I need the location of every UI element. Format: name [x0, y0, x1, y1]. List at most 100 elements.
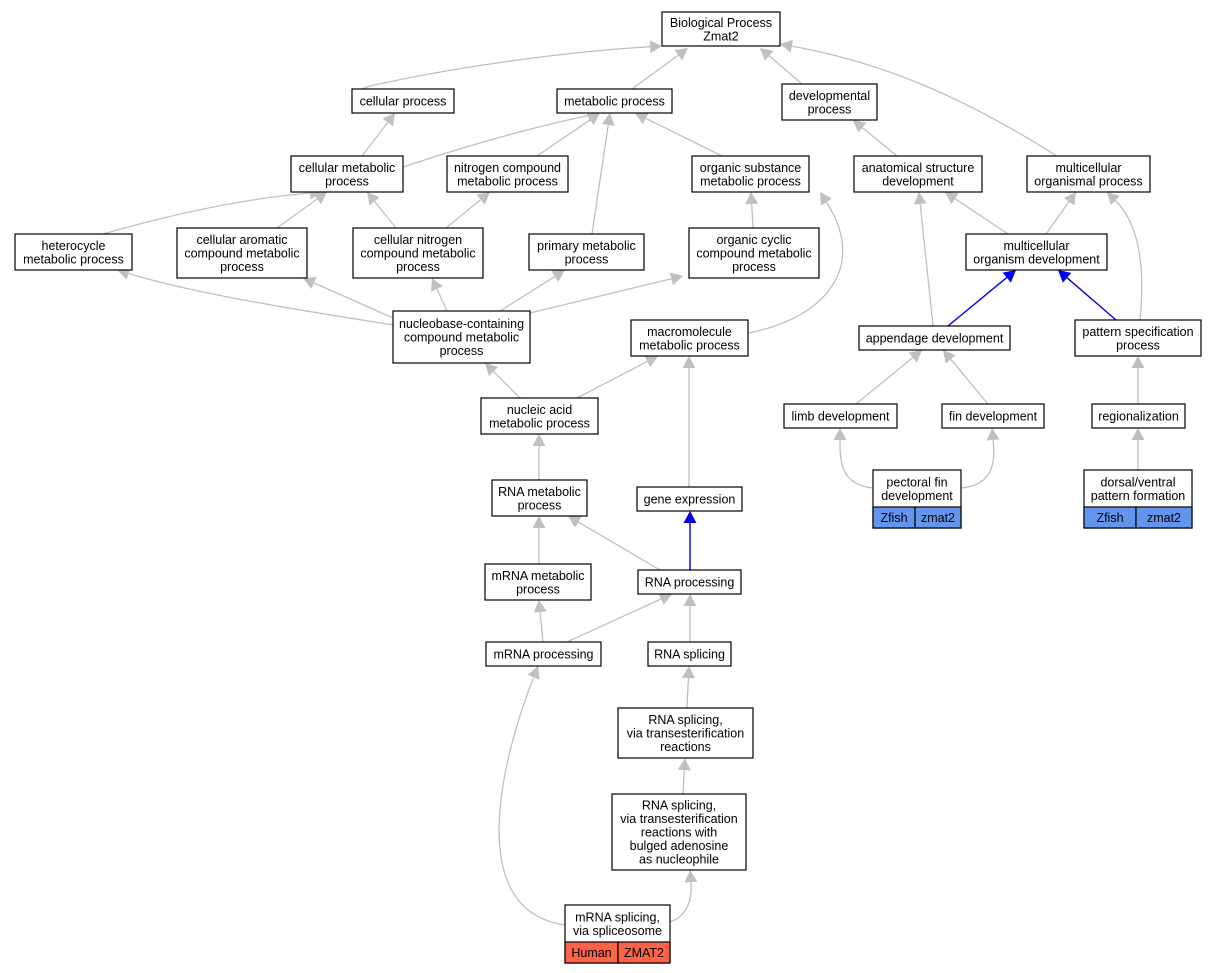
gene-cell[interactable] — [914, 506, 962, 529]
node-label-line: process — [220, 260, 264, 274]
node-label-line: via spliceosome — [573, 924, 662, 938]
node-metabolic-process[interactable]: metabolic process — [556, 88, 673, 114]
edge-nucleobase-containing-compound-metabolic-process-to-primary-metabolic-process-arrowhead — [551, 270, 565, 282]
node-label-line: process — [440, 344, 484, 358]
node-rna-processing[interactable]: RNA processing — [637, 569, 742, 595]
node-appendage-development[interactable]: appendage development — [858, 325, 1011, 351]
node-label-line: development — [881, 489, 953, 503]
edge-cellular-nitrogen-compound-metabolic-process-to-cellular-metabolic-process — [373, 200, 397, 229]
node-label-line: reactions — [660, 740, 711, 754]
edge-multicellular-organismal-process-to-root-arrowhead — [780, 39, 793, 53]
node-label-line: compound metabolic — [360, 247, 475, 261]
node-label-line: RNA splicing, — [642, 799, 716, 813]
node-label-line: bulged adenosine — [630, 839, 729, 853]
edge-gene-expression-to-macromolecule-metabolic-process-arrowhead — [682, 356, 696, 368]
edge-appendage-development-to-anatomical-structure-development — [919, 203, 934, 327]
edge-nucleobase-containing-compound-metabolic-process-to-cellular-aromatic-compound-metabolic-process — [313, 282, 394, 319]
edge-pectoral-fin-development-to-limb-development-arrowhead — [833, 428, 847, 440]
node-label-line: compound metabolic — [404, 331, 519, 345]
gene-cell[interactable] — [617, 941, 671, 964]
edge-cellular-aromatic-compound-metabolic-process-to-cellular-metabolic-process — [276, 198, 318, 229]
edge-mrna-processing-to-mrna-metabolic-process-arrowhead — [533, 600, 547, 613]
node-rna-splicing-bulged-adenosine[interactable]: RNA splicing,via transesterificationreac… — [611, 793, 747, 871]
node-box — [480, 397, 599, 435]
node-label-line: process — [516, 582, 560, 596]
node-rna-splicing-transesterification[interactable]: RNA splicing,via transesterificationreac… — [617, 707, 754, 759]
edge-nucleic-acid-metabolic-process-to-nucleobase-containing-compound-metabolic-process-arrowhead — [485, 363, 499, 377]
node-limb-development[interactable]: limb development — [783, 403, 898, 429]
node-label-line: RNA splicing, — [648, 713, 722, 727]
node-label-line: anatomical structure — [862, 161, 975, 175]
gene-label: zmat2 — [921, 511, 955, 525]
node-label-line: pectoral fin — [886, 475, 947, 489]
node-label-line: development — [882, 174, 954, 188]
node-label-line: organic cyclic — [716, 233, 791, 247]
edge-nucleic-acid-metabolic-process-to-nucleobase-containing-compound-metabolic-process — [493, 371, 521, 399]
edge-mrna-metabolic-process-to-rna-metabolic-process-arrowhead — [532, 516, 546, 528]
node-box — [446, 155, 569, 193]
edge-macromolecule-metabolic-process-to-organic-substance-metabolic-process-arrowhead — [820, 192, 832, 206]
edge-appendage-development-to-multicellular-organism-development — [947, 277, 1008, 327]
node-label-line: cellular process — [360, 95, 447, 109]
edge-cellular-aromatic-compound-metabolic-process-to-cellular-metabolic-process-arrowhead — [313, 192, 327, 205]
node-mrna-processing[interactable]: mRNA processing — [485, 641, 602, 667]
node-box — [485, 641, 602, 667]
edge-cellular-nitrogen-compound-metabolic-process-to-nitrogen-compound-metabolic-process-arrowhead — [476, 192, 490, 205]
node-box — [636, 486, 743, 512]
node-box — [617, 707, 754, 759]
edge-limb-development-to-appendage-development — [855, 357, 914, 405]
edge-nucleobase-containing-compound-metabolic-process-to-organic-cyclic-compound-metabolic-process — [529, 278, 672, 314]
edge-nucleic-acid-metabolic-process-to-macromolecule-metabolic-process-arrowhead — [644, 355, 658, 368]
edge-fin-development-to-appendage-development-arrowhead — [943, 350, 956, 364]
edge-pectoral-fin-development-to-fin-development-arrowhead — [986, 428, 1000, 441]
gene-cell[interactable] — [1135, 506, 1193, 529]
node-cellular-process[interactable]: cellular process — [351, 88, 455, 114]
edge-developmental-process-to-root — [768, 55, 803, 85]
node-gene-expression[interactable]: gene expression — [636, 486, 743, 512]
edge-rna-processing-to-gene-expression-arrowhead — [683, 511, 697, 523]
node-label-line: metabolic process — [489, 416, 590, 430]
edge-organic-substance-metabolic-process-to-metabolic-process-arrowhead — [635, 112, 649, 125]
node-box — [351, 88, 455, 114]
edge-cellular-process-to-root — [361, 46, 651, 90]
node-label-line: organic substance — [700, 161, 802, 175]
node-regionalization[interactable]: regionalization — [1091, 403, 1186, 429]
node-label-line: cellular aromatic — [196, 233, 287, 247]
node-box — [858, 325, 1011, 351]
node-label-line: pattern specification — [1082, 325, 1193, 339]
node-rna-splicing[interactable]: RNA splicing — [647, 641, 732, 667]
node-label-line: compound metabolic — [184, 247, 299, 261]
node-label-line: via transesterification — [627, 727, 744, 741]
node-fin-development[interactable]: fin development — [941, 403, 1045, 429]
node-box — [853, 155, 983, 193]
node-label-line: reactions with — [641, 826, 717, 840]
edge-multicellular-organism-development-to-anatomical-structure-development — [954, 198, 1009, 235]
edge-pattern-specification-process-to-multicellular-organismal-process-arrowhead — [1107, 192, 1121, 206]
node-box — [965, 233, 1108, 271]
species-label: Zfish — [1096, 511, 1123, 525]
node-label-line: metabolic process — [23, 252, 124, 266]
